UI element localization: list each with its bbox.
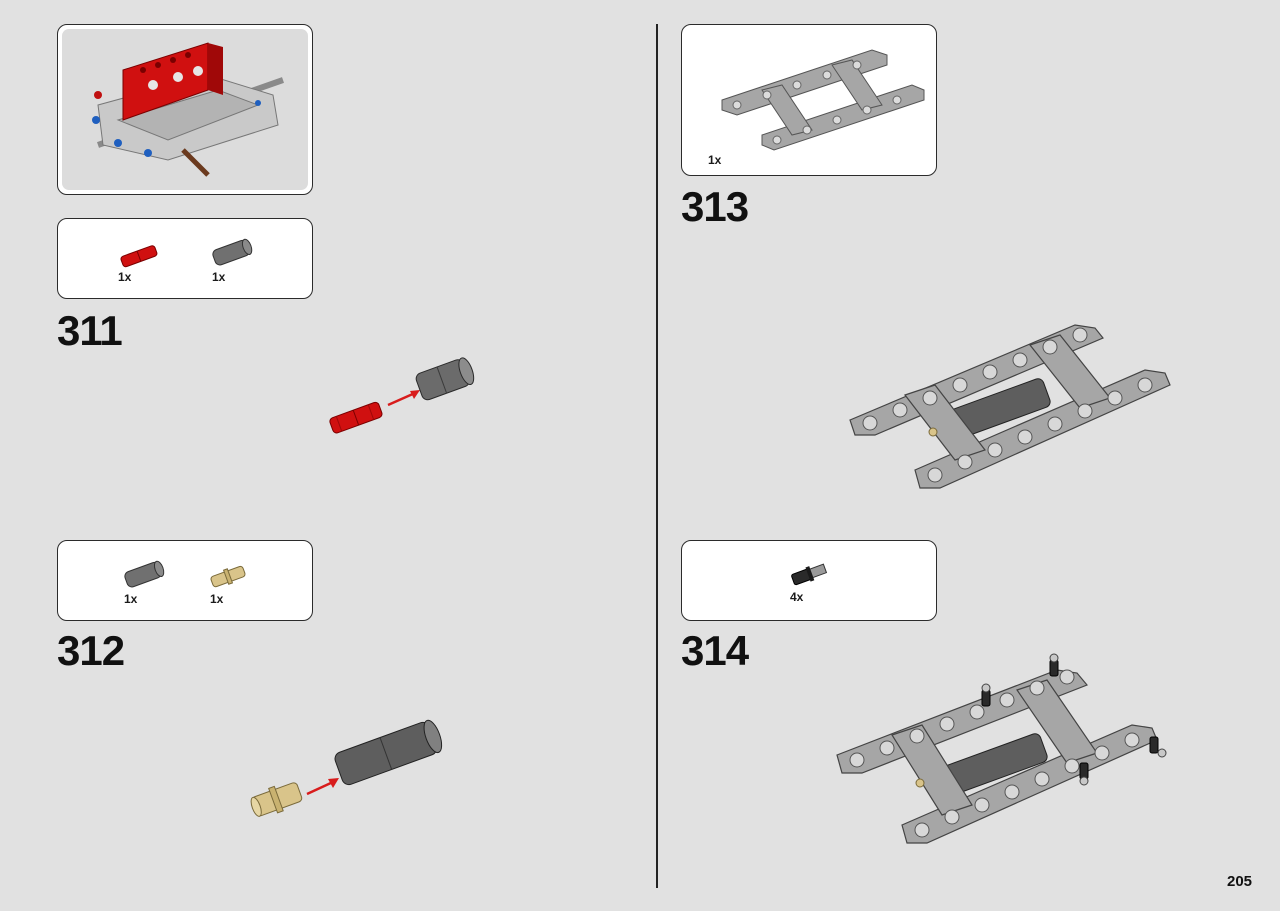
gray-axle-connector-icon bbox=[415, 357, 475, 401]
assembly-arrow-icon bbox=[306, 780, 334, 796]
gray-axle-connector-icon bbox=[212, 238, 253, 266]
tan-pin-icon bbox=[210, 565, 246, 588]
parts-list-box-313: 1x bbox=[681, 24, 937, 176]
parts-list-box-312: 1x 1x bbox=[57, 540, 313, 621]
part-qty: 1x bbox=[118, 270, 132, 284]
submodel-preview-icon bbox=[92, 42, 284, 177]
page-divider bbox=[656, 24, 658, 888]
step-number: 311 bbox=[57, 307, 123, 354]
parts-list-box-314: 4x bbox=[681, 540, 937, 621]
gray-axle-connector-icon bbox=[334, 719, 443, 786]
black-pin-axle-icon bbox=[791, 563, 828, 586]
black-pin-axle-icon bbox=[981, 659, 1159, 780]
step-number: 312 bbox=[57, 627, 125, 674]
step-312-assembly bbox=[250, 719, 443, 817]
part-qty: 1x bbox=[708, 153, 722, 167]
part-qty: 4x bbox=[790, 590, 804, 604]
part-qty: 1x bbox=[212, 270, 226, 284]
step-number: 314 bbox=[681, 627, 749, 674]
parts-list-box-311: 1x 1x bbox=[57, 218, 313, 299]
submodel-preview-box bbox=[57, 24, 313, 195]
part-qty: 1x bbox=[124, 592, 138, 606]
step-number: 313 bbox=[681, 183, 749, 230]
red-axle-connector-icon bbox=[329, 401, 383, 434]
step-311-assembly bbox=[329, 357, 475, 434]
beam-frame-icon bbox=[721, 49, 925, 151]
gray-axle-connector-icon bbox=[124, 560, 165, 588]
page-number: 205 bbox=[1227, 873, 1253, 890]
step-313-assembly bbox=[849, 324, 1171, 489]
part-qty: 1x bbox=[210, 592, 224, 606]
assembly-arrow-icon bbox=[387, 391, 416, 407]
step-314-assembly bbox=[836, 653, 1167, 844]
tan-pin-icon bbox=[250, 782, 303, 817]
tan-pin-icon bbox=[928, 427, 938, 437]
red-axle-connector-icon bbox=[120, 245, 158, 268]
